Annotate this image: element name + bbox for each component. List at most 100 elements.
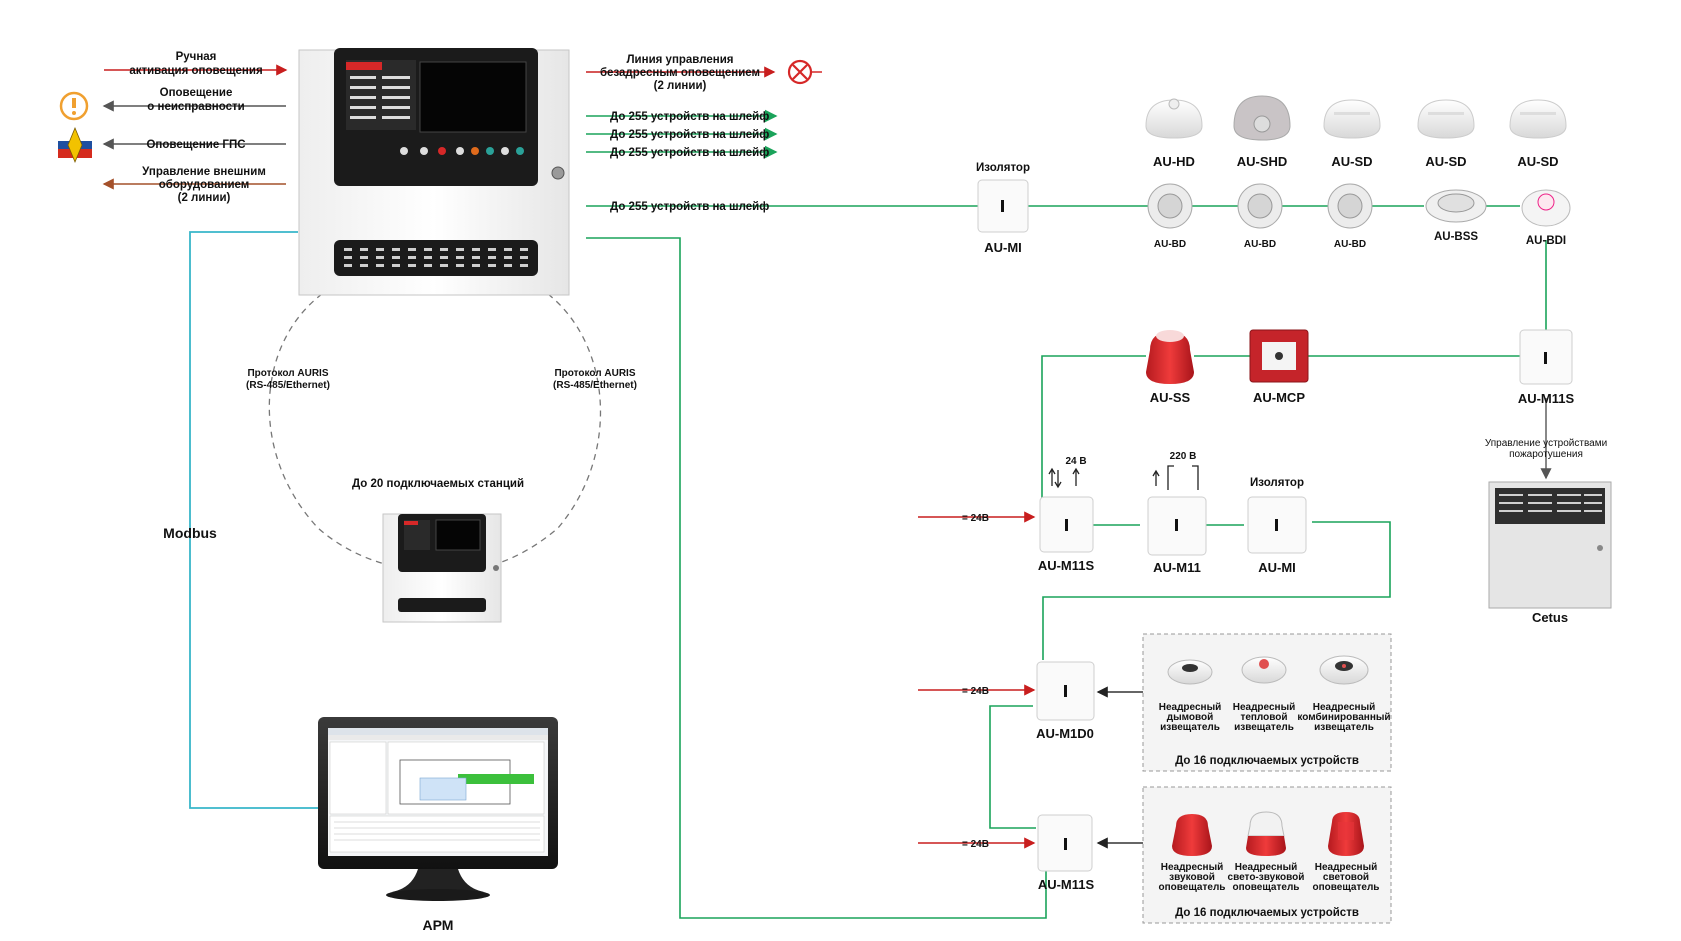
group1-footer: До 16 подключаемых устройств xyxy=(1175,755,1359,767)
cetus-label: Cetus xyxy=(1532,610,1568,625)
group2-item1-l1: Неадресный xyxy=(1161,862,1224,873)
group1-item3-l1: Неадресный xyxy=(1313,702,1376,713)
au-m1d0-label: AU-M1D0 xyxy=(1036,726,1094,741)
group1-item3-l3: извещатель xyxy=(1314,722,1374,733)
sounder-base-icon xyxy=(1425,189,1487,223)
au-ss-label: AU-SS xyxy=(1150,390,1191,405)
auris-dash-left xyxy=(268,293,416,571)
au-m11s-label-bottom: AU-M11S xyxy=(1038,877,1095,892)
auris-right-2: (RS-485/Ethernet) xyxy=(553,380,637,391)
external-control-label-2: оборудованием xyxy=(159,179,250,191)
group1-item1-l2: дымовой xyxy=(1167,712,1214,723)
addressless-line-label-3: (2 линии) xyxy=(654,80,707,92)
arrows-220v xyxy=(1152,465,1199,490)
group2-item1-l2: звуковой xyxy=(1169,872,1215,883)
smoke-detector-icon xyxy=(1509,99,1567,139)
group2-item2-l3: оповещатель xyxy=(1233,882,1300,893)
group2-item2-l2: свето-звуковой xyxy=(1228,872,1305,883)
smoke-heat-detector-icon xyxy=(1233,95,1291,141)
loop-label-4: До 255 устройств на шлейф xyxy=(610,201,769,213)
group1-item2-l2: тепловой xyxy=(1240,712,1287,723)
group1-item3-l2: комбинированный xyxy=(1297,711,1390,723)
wire-ss-down xyxy=(1041,355,1146,515)
warning-icon xyxy=(59,91,89,121)
group2-item1-l3: оповещатель xyxy=(1159,882,1226,893)
smoke-detector-icon xyxy=(1417,99,1475,139)
group2-item2-l1: Неадресный xyxy=(1235,862,1298,873)
detector-combined-icon xyxy=(1319,655,1369,685)
smoke-detector-icon xyxy=(1323,99,1381,139)
group1-item1-l3: извещатель xyxy=(1160,722,1220,733)
v220-label: 220 В xyxy=(1170,451,1197,462)
modbus-wire xyxy=(189,231,318,809)
isolator-label-mid: Изолятор xyxy=(1250,477,1304,489)
addressless-line-label-1: Линия управления xyxy=(626,54,733,66)
cetus-cabinet xyxy=(1488,481,1612,609)
au-ss-sounder-icon xyxy=(1146,330,1194,384)
sounder-strobe-icon xyxy=(1246,811,1286,856)
auris-left-2: (RS-485/Ethernet) xyxy=(246,380,330,391)
au-mcp-call-point-icon xyxy=(1249,329,1309,383)
panel-buttons xyxy=(400,147,524,155)
strobe-icon xyxy=(1328,812,1364,856)
base-icon xyxy=(1237,183,1283,229)
fault-alert-label-2: о неисправности xyxy=(147,101,244,113)
arm-label: АРМ xyxy=(423,917,454,933)
fire-ext-label-2: пожаротушения xyxy=(1509,449,1583,460)
wire-m1d0-m11s xyxy=(989,705,1036,829)
isolator-base-icon xyxy=(1521,189,1571,227)
stop-cross-icon xyxy=(787,59,822,85)
au-m11s-module-bottom xyxy=(1037,814,1093,872)
loop-wire-bottom xyxy=(586,237,1047,919)
auris-dash-right xyxy=(469,293,602,571)
main-fire-panel xyxy=(298,48,570,296)
bases xyxy=(1147,183,1571,229)
group2-footer: До 16 подключаемых устройств xyxy=(1175,907,1359,919)
manual-activation-label-2: активация оповещения xyxy=(129,65,262,77)
base-label-4: AU-BSS xyxy=(1434,231,1478,243)
external-control-label-1: Управление внешним xyxy=(142,166,266,178)
au-m11s-label-mid: AU-M11S xyxy=(1038,558,1095,573)
base-icon xyxy=(1147,183,1193,229)
au-mi-label-mid: AU-MI xyxy=(1258,560,1296,575)
isolator-label-top: Изолятор xyxy=(976,162,1030,174)
group2-box xyxy=(1142,786,1392,924)
au-mcp-label: AU-MCP xyxy=(1253,390,1305,405)
loop-label-1: До 255 устройств на шлейф xyxy=(610,111,769,123)
base-label-3: AU-BD xyxy=(1334,239,1366,250)
manual-activation-label-1: Ручная xyxy=(176,51,217,63)
group1-box xyxy=(1142,633,1392,772)
au-m11s-label-right: AU-M11S xyxy=(1518,391,1575,406)
detector-heat-icon xyxy=(1241,656,1287,684)
isolator-module-top xyxy=(977,179,1029,233)
top-detector-label-5: AU-SD xyxy=(1517,154,1558,169)
top-detector-label-2: AU-SHD xyxy=(1237,154,1288,169)
base-icon xyxy=(1327,183,1373,229)
gps-alert-label: Оповещение ГПС xyxy=(146,139,245,151)
emergency-ministry-icon xyxy=(58,126,92,164)
wire-mi-m1d0 xyxy=(1042,521,1391,660)
group1-item2-l1: Неадресный xyxy=(1233,702,1296,713)
power-label-1: = 24В xyxy=(962,513,989,524)
au-m11s-module-mid xyxy=(1039,496,1094,553)
detector-smoke-icon xyxy=(1167,659,1213,685)
au-m11-module xyxy=(1147,496,1207,556)
top-detector-label-1: AU-HD xyxy=(1153,154,1195,169)
arm-monitor xyxy=(318,717,558,901)
au-m11s-module-right xyxy=(1519,329,1573,385)
addressless-line-label-2: безадресным оповещением xyxy=(600,67,760,79)
sounder-icon xyxy=(1172,814,1212,856)
heat-detector-icon xyxy=(1145,98,1203,139)
wires xyxy=(102,64,1552,919)
fire-ext-label-1: Управление устройствами xyxy=(1485,438,1607,449)
auris-right-1: Протокол AURIS xyxy=(554,368,635,379)
power-label-2: = 24В xyxy=(962,686,989,697)
stations-label: До 20 подключаемых станций xyxy=(352,478,524,490)
base-label-2: AU-BD xyxy=(1244,239,1276,250)
group1-item2-l3: извещатель xyxy=(1234,722,1294,733)
remote-station xyxy=(382,513,502,623)
external-control-label-3: (2 линии) xyxy=(178,192,231,204)
modbus-label: Modbus xyxy=(163,525,217,541)
base-label-5: AU-BDI xyxy=(1526,235,1566,247)
base-label-1: AU-BD xyxy=(1154,239,1186,250)
